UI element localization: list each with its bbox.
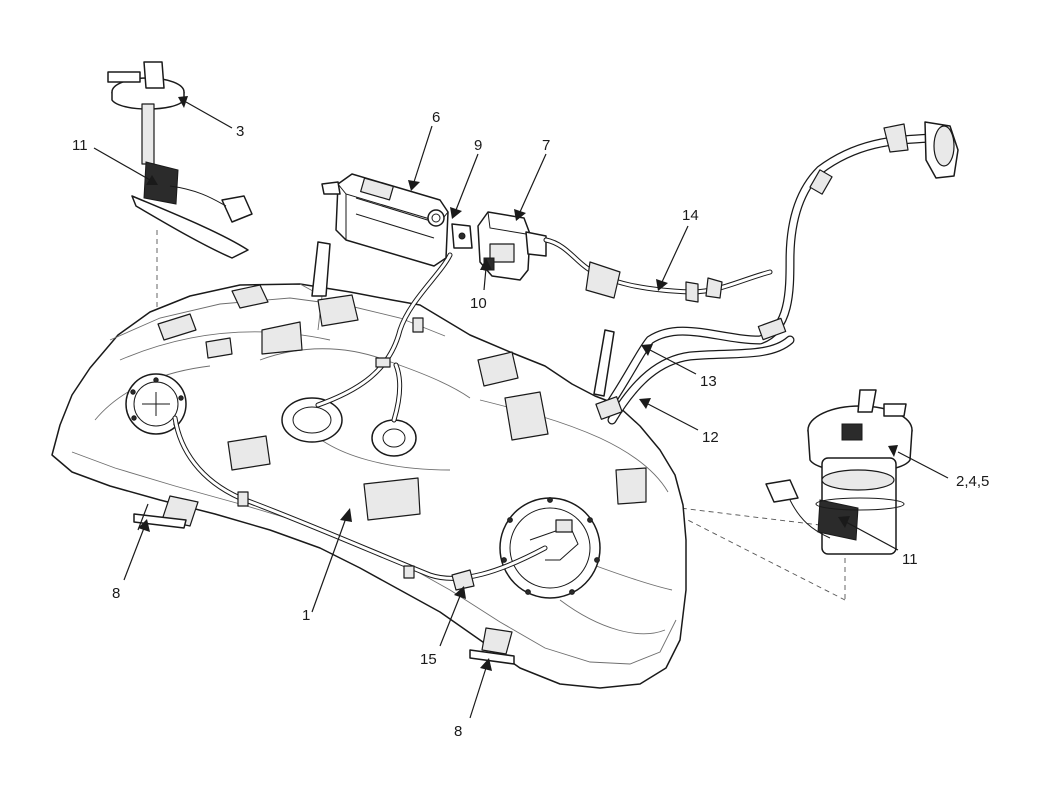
callout-10: 10 <box>470 295 487 312</box>
canister <box>321 173 449 267</box>
callout-6: 6 <box>432 109 440 126</box>
filler-neck-hose <box>595 121 959 425</box>
tank-mounting-bolts <box>133 495 515 665</box>
callout-15: 15 <box>420 651 437 668</box>
pump-flange-right <box>499 497 601 599</box>
tank-port-center <box>281 397 417 457</box>
canister-close-valve <box>451 211 547 281</box>
callout-14: 14 <box>682 207 699 224</box>
callout-1: 1 <box>302 607 310 624</box>
callout-11-right: 11 <box>902 551 918 568</box>
callout-9: 9 <box>474 137 482 154</box>
tank-fuel-lines <box>172 252 548 591</box>
callout-leaders <box>93 96 949 719</box>
callout-8-left: 8 <box>112 585 120 602</box>
vapor-hose <box>543 237 773 303</box>
callout-labels: 1 2,4,5 3 6 7 8 8 9 10 11 11 12 13 14 15 <box>72 109 989 740</box>
fuel-pump-right <box>765 389 913 555</box>
callout-7: 7 <box>542 137 550 154</box>
fuel-tank <box>51 241 687 689</box>
callout-3: 3 <box>236 123 244 140</box>
callout-13: 13 <box>700 373 717 390</box>
callout-12: 12 <box>702 429 719 446</box>
fuel-pump-left <box>107 61 253 259</box>
callout-8-bottom: 8 <box>454 723 462 740</box>
callout-11-left: 11 <box>72 137 88 154</box>
callout-2-4-5: 2,4,5 <box>956 473 989 490</box>
